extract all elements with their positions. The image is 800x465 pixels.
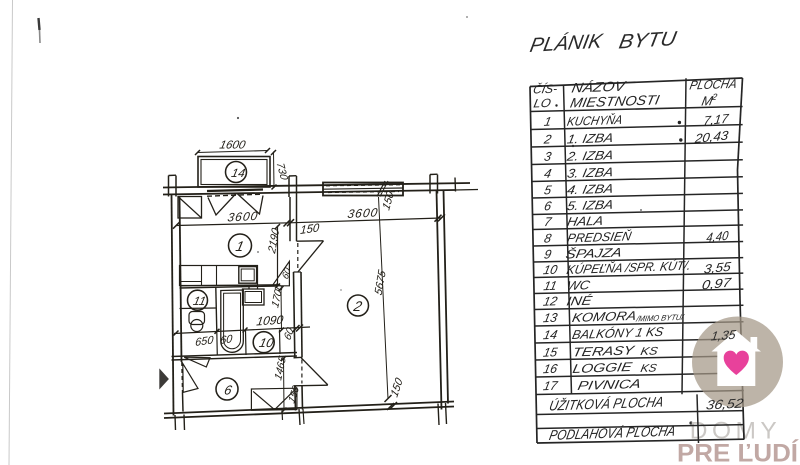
svg-text:1: 1 <box>543 115 553 129</box>
svg-text:2: 2 <box>542 132 553 146</box>
svg-text:BALKÓNY 1 KS: BALKÓNY 1 KS <box>571 324 665 342</box>
svg-text:KOMORA: KOMORA <box>571 309 638 325</box>
svg-text:8: 8 <box>543 231 553 245</box>
svg-text:730: 730 <box>273 163 290 181</box>
svg-text:60: 60 <box>220 333 234 347</box>
svg-text:PLOCHA: PLOCHA <box>688 77 738 93</box>
svg-text:LOGGIE: LOGGIE <box>571 360 633 376</box>
svg-text:ŠPAJZA: ŠPAJZA <box>564 245 623 262</box>
svg-text:20,43: 20,43 <box>693 128 729 146</box>
svg-text:1700: 1700 <box>270 282 286 310</box>
svg-text:14: 14 <box>542 328 559 342</box>
svg-text:36,52: 36,52 <box>705 396 745 413</box>
svg-text:4. IZBA: 4. IZBA <box>566 182 615 198</box>
svg-text:5: 5 <box>543 183 554 197</box>
svg-text:3: 3 <box>543 150 553 164</box>
svg-text:4,40: 4,40 <box>706 229 730 245</box>
svg-text:KUCHYŇA: KUCHYŇA <box>566 112 624 129</box>
svg-text:HALA: HALA <box>566 214 605 229</box>
svg-text:1. IZBA: 1. IZBA <box>566 131 615 147</box>
svg-text:PREDSIEŇ: PREDSIEŇ <box>566 228 634 245</box>
svg-text:60: 60 <box>280 265 293 281</box>
svg-text:7: 7 <box>543 215 554 229</box>
svg-text:13: 13 <box>542 311 559 325</box>
svg-text:NÁZOV: NÁZOV <box>570 79 628 96</box>
svg-text:3600: 3600 <box>347 205 380 221</box>
svg-text:/MIMO BYTU/: /MIMO BYTU/ <box>635 313 685 324</box>
svg-text:TERASY: TERASY <box>571 343 637 359</box>
svg-text:12: 12 <box>542 294 559 308</box>
svg-text:3. IZBA: 3. IZBA <box>566 165 615 181</box>
svg-text:1600: 1600 <box>218 139 247 152</box>
svg-text:KS: KS <box>639 345 659 358</box>
svg-text:1465: 1465 <box>273 354 289 382</box>
svg-text:KÚPEĽŇA /SPR. KÚT/.: KÚPEĽŇA /SPR. KÚT/. <box>565 258 692 277</box>
svg-text:0,97: 0,97 <box>701 275 733 292</box>
svg-text:9: 9 <box>543 247 553 261</box>
svg-text:KS: KS <box>639 362 658 375</box>
svg-text:BYTU: BYTU <box>617 28 678 53</box>
svg-text:4: 4 <box>543 167 553 181</box>
svg-text:PODLAHOVÁ PLOCHA: PODLAHOVÁ PLOCHA <box>548 423 677 444</box>
svg-text:PIVNICA: PIVNICA <box>576 377 642 393</box>
svg-text:1090: 1090 <box>256 313 285 329</box>
svg-text:10: 10 <box>542 263 559 277</box>
svg-text:150: 150 <box>287 384 302 406</box>
svg-text:11: 11 <box>542 279 558 293</box>
svg-text:6: 6 <box>223 383 234 398</box>
svg-text:2: 2 <box>710 92 718 102</box>
svg-text:7,17: 7,17 <box>703 112 731 129</box>
svg-text:INÉ: INÉ <box>565 293 594 309</box>
svg-text:17: 17 <box>542 379 560 393</box>
svg-text:2: 2 <box>351 298 363 314</box>
svg-text:150: 150 <box>389 375 405 399</box>
svg-text:PLÁNIK: PLÁNIK <box>528 30 606 57</box>
svg-text:5675: 5675 <box>373 268 389 297</box>
svg-text:150: 150 <box>381 188 397 212</box>
svg-text:WC: WC <box>565 278 592 293</box>
svg-text:ÚŽITKOVÁ PLOCHA: ÚŽITKOVÁ PLOCHA <box>548 394 665 415</box>
svg-text:650: 650 <box>195 334 215 349</box>
svg-text:150: 150 <box>300 221 320 237</box>
svg-text:MIESTNOSTI: MIESTNOSTI <box>569 92 661 110</box>
svg-text:1,35: 1,35 <box>710 328 738 344</box>
svg-text:3,55: 3,55 <box>703 260 733 277</box>
svg-text:2. IZBA: 2. IZBA <box>565 148 615 164</box>
svg-text:14: 14 <box>230 166 247 180</box>
svg-text:60: 60 <box>282 325 296 342</box>
svg-text:2190: 2190 <box>266 226 282 256</box>
svg-text:3600: 3600 <box>227 209 260 225</box>
svg-text:LO: LO <box>532 96 552 111</box>
svg-text:1: 1 <box>234 238 245 254</box>
svg-text:PRE ĽUDÍ: PRE ĽUDÍ <box>677 439 799 465</box>
svg-text:16: 16 <box>542 362 560 376</box>
svg-text:6: 6 <box>543 199 554 213</box>
svg-text:11: 11 <box>192 294 207 308</box>
svg-text:5. IZBA: 5. IZBA <box>566 198 615 214</box>
svg-text:M: M <box>700 93 714 108</box>
svg-text:ČÍS-: ČÍS- <box>532 81 559 97</box>
svg-text:10: 10 <box>258 336 275 350</box>
svg-text:15: 15 <box>542 345 560 359</box>
